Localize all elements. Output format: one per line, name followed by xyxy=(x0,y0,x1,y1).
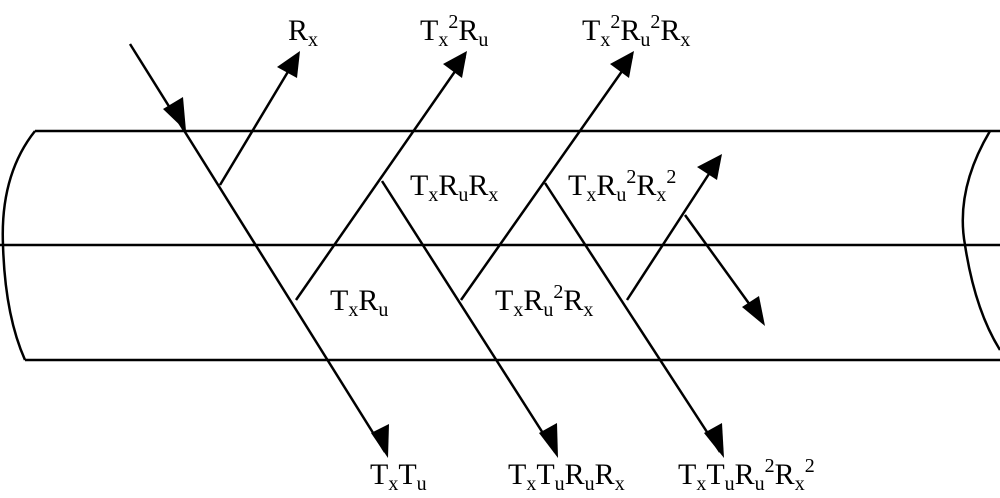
label-txru2rx: TxRu2Rx xyxy=(495,281,593,321)
ray-txtur2rx2 xyxy=(543,182,722,453)
label-rx: Rx xyxy=(288,14,318,51)
txturrx-arrowhead xyxy=(539,423,558,458)
label-tx2ru: Tx2Ru xyxy=(420,11,488,51)
label-txturrx: TxTuRuRx xyxy=(508,458,625,495)
ray-small-up xyxy=(625,159,720,301)
ray-tx2ru xyxy=(294,56,467,301)
small-up-arrowhead xyxy=(697,154,722,180)
ray-rx xyxy=(218,54,300,186)
label-txtur2rx2: TxTuRu2Rx2 xyxy=(678,455,815,495)
incident-ray xyxy=(128,43,387,453)
label-txru: TxRu xyxy=(330,284,388,321)
rays xyxy=(128,43,765,458)
txtu-arrowhead xyxy=(371,424,389,458)
label-txru2rx2: TxRu2Rx2 xyxy=(568,166,676,206)
ray-small-down xyxy=(683,214,760,317)
label-txrurx: TxRuRx xyxy=(410,169,498,206)
label-tx2ru2rx: Tx2Ru2Rx xyxy=(582,11,690,51)
slab-left-curve xyxy=(1,130,36,361)
rx-arrowhead xyxy=(277,51,300,78)
slab xyxy=(0,129,1000,362)
incident-arrowhead xyxy=(163,97,186,131)
small-down-arrowhead xyxy=(742,296,765,326)
ray-txturrx xyxy=(380,180,557,453)
tx2ru2rx-arrowhead xyxy=(610,51,634,78)
ray-tx2ru2rx xyxy=(459,56,634,301)
tx2ru-arrowhead xyxy=(443,51,467,78)
txtur2rx2-arrowhead xyxy=(704,423,724,458)
slab-right-curve xyxy=(961,130,1000,351)
label-txtu: TxTu xyxy=(370,458,427,495)
